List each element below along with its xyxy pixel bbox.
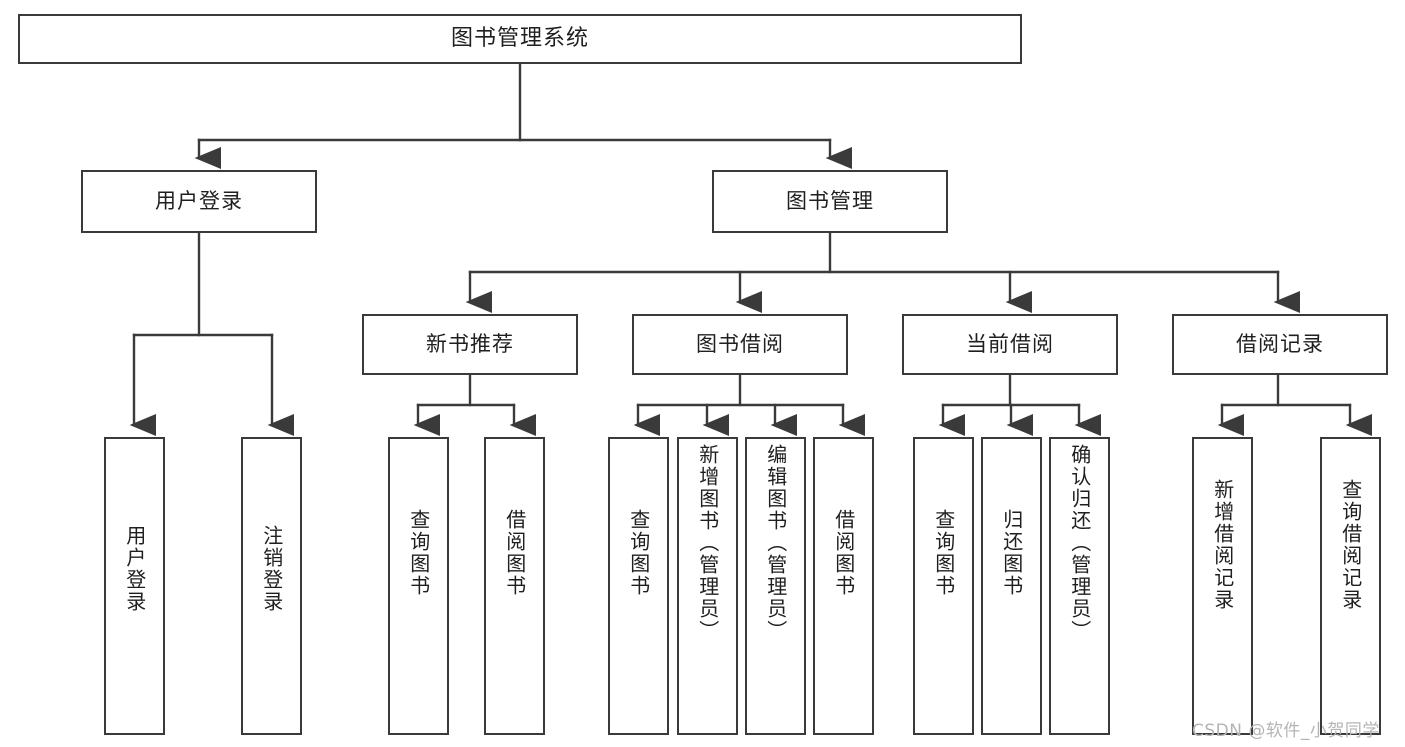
node-leaf-query-book-1-label: 查询图书 (406, 509, 431, 597)
node-book-manage[interactable]: 图书管理 (712, 170, 948, 233)
node-leaf-confirm-return[interactable]: 确认归还（管理员） (1049, 437, 1110, 735)
node-leaf-return-book[interactable]: 归还图书 (981, 437, 1042, 735)
node-leaf-add-book-label: 新增图书（管理员） (695, 444, 720, 642)
node-leaf-borrow-book-1-label: 借阅图书 (502, 509, 527, 597)
node-leaf-add-record[interactable]: 新增借阅记录 (1192, 437, 1253, 735)
node-leaf-add-book[interactable]: 新增图书（管理员） (677, 437, 738, 735)
node-leaf-user-login[interactable]: 用户登录 (104, 437, 165, 735)
node-leaf-query-record[interactable]: 查询借阅记录 (1320, 437, 1381, 735)
node-book-manage-label: 图书管理 (786, 189, 874, 213)
node-leaf-borrow-book-2[interactable]: 借阅图书 (813, 437, 874, 735)
node-leaf-logout-label: 注销登录 (259, 525, 284, 613)
node-leaf-user-login-label: 用户登录 (122, 525, 147, 613)
node-borrow-record[interactable]: 借阅记录 (1172, 314, 1388, 375)
node-leaf-borrow-book-2-label: 借阅图书 (831, 509, 856, 597)
node-new-book-recommend[interactable]: 新书推荐 (362, 314, 578, 375)
node-borrow-record-label: 借阅记录 (1236, 332, 1324, 356)
node-current-borrow[interactable]: 当前借阅 (902, 314, 1118, 375)
node-user-login[interactable]: 用户登录 (81, 170, 317, 233)
watermark-text: CSDN @软件_小贺同学 (1192, 721, 1380, 741)
node-root[interactable]: 图书管理系统 (18, 14, 1022, 64)
node-leaf-return-book-label: 归还图书 (999, 509, 1024, 597)
node-leaf-edit-book[interactable]: 编辑图书（管理员） (745, 437, 806, 735)
node-leaf-edit-book-label: 编辑图书（管理员） (763, 444, 788, 642)
node-new-book-recommend-label: 新书推荐 (426, 332, 514, 356)
node-book-borrow[interactable]: 图书借阅 (632, 314, 848, 375)
node-leaf-query-record-label: 查询借阅记录 (1338, 479, 1363, 611)
node-leaf-borrow-book-1[interactable]: 借阅图书 (484, 437, 545, 735)
node-leaf-query-book-3-label: 查询图书 (931, 509, 956, 597)
node-leaf-query-book-2-label: 查询图书 (626, 509, 651, 597)
node-leaf-add-record-label: 新增借阅记录 (1210, 479, 1235, 611)
node-book-borrow-label: 图书借阅 (696, 332, 784, 356)
node-current-borrow-label: 当前借阅 (966, 332, 1054, 356)
node-leaf-logout[interactable]: 注销登录 (241, 437, 302, 735)
node-leaf-query-book-3[interactable]: 查询图书 (913, 437, 974, 735)
node-leaf-query-book-2[interactable]: 查询图书 (608, 437, 669, 735)
node-user-login-label: 用户登录 (155, 189, 243, 213)
node-leaf-confirm-return-label: 确认归还（管理员） (1067, 444, 1092, 642)
node-root-label: 图书管理系统 (450, 26, 589, 51)
node-leaf-query-book-1[interactable]: 查询图书 (388, 437, 449, 735)
